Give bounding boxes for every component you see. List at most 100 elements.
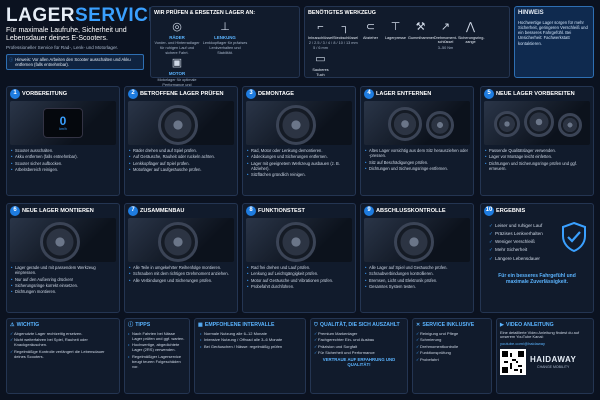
step-item: Sicherungsringe korrekt einsetzen. bbox=[11, 283, 115, 288]
step-list: Passende Qualitätslager verwenden.Lager … bbox=[481, 145, 593, 175]
list-item: Weniger Verschleiß bbox=[489, 239, 555, 245]
motor-icon: ▣ bbox=[171, 57, 183, 70]
list-item: Hochwertige, abgedichtete Lager (2RS) ve… bbox=[128, 342, 186, 352]
step-title: ERGEBNIS bbox=[496, 207, 526, 214]
list-item: Regelmäßiger Lagerservice beugt teuren F… bbox=[128, 354, 186, 369]
list-item: Präzision und Sorgfalt bbox=[314, 344, 404, 349]
step-list: Alle Lager auf Spiel und Geräusche prüfe… bbox=[361, 262, 473, 294]
tool-5: ↗ Drehmoment-schlüssel 3–50 Nm bbox=[433, 20, 458, 51]
list-item: Drehmomentkontrolle bbox=[416, 344, 488, 349]
tool-2: ⊂ Abzieher bbox=[358, 19, 383, 42]
step-item: Arbeitsbereich reinigen. bbox=[11, 167, 115, 172]
list-item: Probefahrt bbox=[416, 357, 488, 362]
list-item: Premium Markenlager bbox=[314, 331, 404, 336]
step-item: Sitz auf Beschädigungen prüfen. bbox=[365, 160, 469, 165]
list-item: Fachgerechter Ein- und Ausbau bbox=[314, 337, 404, 342]
step-item: Abdeckungen und Sicherungen entfernen. bbox=[247, 154, 351, 159]
handlebar-icon: ⊥ bbox=[220, 20, 230, 33]
step-item: Scooter ausschalten. bbox=[11, 148, 115, 153]
repair-photo bbox=[246, 218, 352, 262]
step-number: 1 bbox=[10, 89, 20, 99]
step-card-7: 7 ZUSAMMENBAU Alle Teile in umgekehrter … bbox=[124, 203, 238, 313]
tool-1: ┐ Steckschlüssel 8 / 10 / 13 mm bbox=[333, 20, 359, 46]
step-list: Rad frei drehen und Lauf prüfen.Lenkung … bbox=[243, 262, 355, 294]
step-item: Gesamtes System testen. bbox=[365, 284, 469, 289]
step-card-3: 3 DEMONTAGE Rad, Motor oder Lenkung demo… bbox=[242, 86, 356, 196]
list-item: Nicht weiterfahren bei Spiel, Rauheit od… bbox=[10, 337, 116, 347]
tool-icon: ┐ bbox=[341, 20, 350, 33]
shield-icon: ⛉ bbox=[314, 322, 318, 328]
step-number: 5 bbox=[484, 89, 494, 99]
step-item: Motorlager auf Laufgeräusche prüfen. bbox=[129, 167, 233, 172]
step-title: LAGER ENTFERNEN bbox=[376, 90, 432, 97]
header: LAGERSERVICE Für maximale Laufruhe, Sich… bbox=[6, 6, 161, 84]
list-item: Normale Nutzung alle 6–12 Monate bbox=[200, 331, 302, 336]
list-item: Für Sicherheit und Performance bbox=[314, 350, 404, 355]
step-item: Dichtungen montieren. bbox=[11, 289, 115, 294]
tool-icon: ↗ bbox=[440, 20, 451, 33]
wichtig-box: ⚠WICHTIG Abgenutzte Lager rechtzeitig er… bbox=[6, 318, 120, 394]
step-title: ABSCHLUSSKONTROLLE bbox=[376, 207, 446, 214]
brand-logo: HAIDAWAY CHANGE MOBILITY bbox=[530, 355, 577, 370]
step-title: ZUSAMMENBAU bbox=[140, 207, 185, 214]
repair-photo bbox=[246, 101, 352, 145]
list-item: Leiser und ruhiger Lauf bbox=[489, 223, 555, 229]
bearings-image bbox=[484, 101, 590, 145]
tools-box: BENÖTIGTES WERKZEUG ⌐ Inbusschlüssel 2 /… bbox=[304, 6, 510, 78]
list-item: Funktionsprüfung bbox=[416, 350, 488, 355]
step-title: FUNKTIONSTEST bbox=[258, 207, 305, 214]
step-item: Motor auf Geräusche und Vibrationen prüf… bbox=[247, 278, 351, 283]
step-item: Schrauben mit dem richtigen Drehmoment a… bbox=[129, 271, 233, 276]
step-item: Lenkung auf Leichtgängigkeit prüfen. bbox=[247, 271, 351, 276]
step-item: Akku entfernen (falls entnehmbar). bbox=[11, 154, 115, 159]
tool-4: ⚒ Gummihammer bbox=[408, 20, 435, 40]
list-item: Mehr Sicherheit bbox=[489, 247, 555, 253]
repair-photo bbox=[128, 218, 234, 262]
step-item: Dichtungen und Sicherungsringe prüfen un… bbox=[485, 161, 589, 171]
list-item: Reinigung und Pflege bbox=[416, 331, 488, 336]
check-part-1: ⊥ LENKUNG Lenkkopflager für präzises Len… bbox=[202, 20, 248, 55]
step-title: VORBEREITUNG bbox=[22, 90, 68, 97]
step-item: Altes Lager vorsichtig aus dem Sitz hera… bbox=[365, 148, 469, 158]
qualitaet-box: ⛉QUALITÄT, DIE SICH AUSZAHLT Premium Mar… bbox=[310, 318, 408, 394]
qr-code[interactable] bbox=[500, 349, 526, 376]
step-title: DEMONTAGE bbox=[258, 90, 294, 97]
video-text: Eine detaillierte Video Anleitung findes… bbox=[500, 329, 580, 340]
tool-7: ▭ Sauberes Tuch bbox=[308, 51, 333, 78]
repair-photo bbox=[128, 101, 234, 145]
check-part-0: ◎ RÄDER Vorder- und Hinterradlager für r… bbox=[154, 20, 200, 55]
shield-check-icon bbox=[559, 220, 589, 254]
wheel-icon: ◎ bbox=[172, 20, 182, 33]
step-number: 9 bbox=[364, 206, 374, 216]
list-item: Schmierung bbox=[416, 337, 488, 342]
step-number: 3 bbox=[246, 89, 256, 99]
step-item: Räder drehen und auf Spiel prüfen. bbox=[129, 148, 233, 153]
scooter-display-image: 0 km/h bbox=[10, 101, 116, 145]
list-item: Regelmäßige Kontrolle verlängert die Leb… bbox=[10, 349, 116, 359]
step-item: Sitzflächen gründlich reinigen. bbox=[247, 172, 351, 177]
step-card-5: 5 NEUE LAGER VORBEREITEN Passende Qualit… bbox=[480, 86, 594, 196]
tool-3: ⊤ Lagerpresse bbox=[384, 20, 407, 40]
step-item: Lager mit geeignetem Werkzeug ausbauen (… bbox=[247, 161, 351, 171]
repair-photo bbox=[364, 218, 470, 262]
info-icon: ⓘ bbox=[9, 56, 14, 62]
step-card-1: 1 VORBEREITUNG 0 km/h Scooter ausschalte… bbox=[6, 86, 120, 196]
tool-icon: ⋀ bbox=[465, 20, 476, 33]
step-title: NEUE LAGER VORBEREITEN bbox=[496, 90, 575, 97]
bearing-image bbox=[364, 101, 470, 145]
subtitle: Für maximale Laufruhe, Sicherheit und Le… bbox=[6, 27, 127, 43]
service-box: ✕SERVICE INKLUSIVE Reinigung und PflegeS… bbox=[412, 318, 492, 394]
tool-icon: ⊂ bbox=[365, 20, 376, 33]
tip-icon: ⓘ bbox=[128, 322, 134, 328]
step-list: Rad, Motor oder Lenkung demontieren.Abde… bbox=[243, 145, 355, 182]
tool-icon: ⚒ bbox=[415, 20, 426, 33]
warning-icon: ⚠ bbox=[10, 322, 15, 328]
video-link[interactable]: youtube.com/@haidaway bbox=[500, 341, 545, 347]
step-card-6: 6 NEUE LAGER MONTIEREN Lager gerade und … bbox=[6, 203, 120, 313]
step-item: Lager vor Montage leicht einfetten. bbox=[485, 154, 589, 159]
step-number: 8 bbox=[246, 206, 256, 216]
step-list: Alle Teile in umgekehrter Reihenfolge mo… bbox=[125, 262, 237, 287]
step-list: Scooter ausschalten.Akku entfernen (fall… bbox=[7, 145, 119, 177]
step-item: Probefahrt durchführen. bbox=[247, 284, 351, 289]
